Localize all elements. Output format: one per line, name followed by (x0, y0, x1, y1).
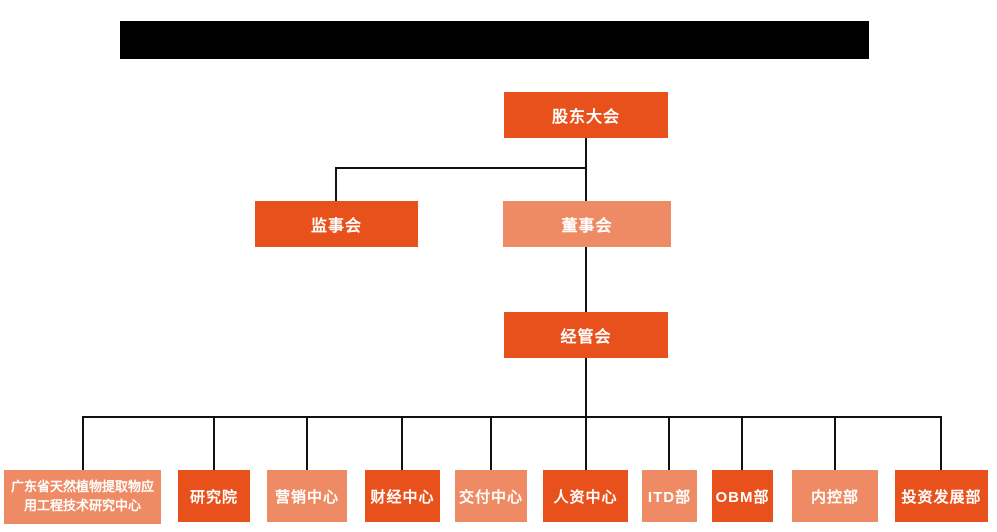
node-hr-center: 人资中心 (543, 470, 628, 522)
node-delivery-center: 交付中心 (455, 470, 527, 522)
redacted-title-bar (120, 21, 869, 59)
connector-line (668, 416, 670, 470)
node-obm-dept: OBM部 (712, 470, 773, 522)
node-shareholders-meeting: 股东大会 (504, 92, 668, 138)
connector-line (335, 167, 337, 201)
connector-line (82, 416, 942, 418)
connector-line (940, 416, 942, 470)
node-supervisory-board: 监事会 (255, 201, 418, 247)
node-investment-development-dept: 投资发展部 (895, 470, 988, 522)
connector-line (741, 416, 743, 470)
node-itd-dept: ITD部 (642, 470, 697, 522)
connector-line (306, 416, 308, 470)
connector-line (585, 247, 587, 312)
connector-line (401, 416, 403, 470)
node-research-institute: 研究院 (178, 470, 250, 522)
connector-line (834, 416, 836, 470)
connector-line (585, 138, 587, 202)
connector-line (490, 416, 492, 470)
connector-line (335, 167, 587, 169)
node-finance-center: 财经中心 (365, 470, 440, 522)
node-management-committee: 经管会 (504, 312, 668, 358)
node-board-of-directors: 董事会 (503, 201, 671, 247)
node-marketing-center: 营销中心 (267, 470, 347, 522)
connector-line (82, 416, 84, 470)
node-research-center: 广东省天然植物提取物应用工程技术研究中心 (4, 470, 161, 524)
connector-line (213, 416, 215, 470)
connector-line (585, 358, 587, 470)
node-internal-control-dept: 内控部 (792, 470, 878, 522)
